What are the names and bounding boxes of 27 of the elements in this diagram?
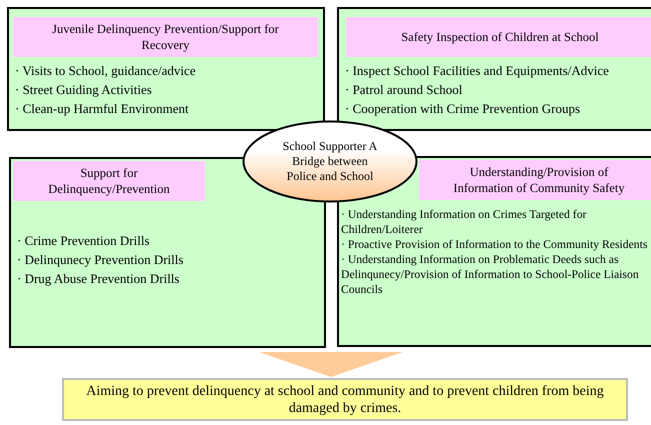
- bullet-item: · Crime Prevention Drills: [17, 232, 150, 250]
- center-label: School Supporter A Bridge between Police and School: [282, 139, 378, 184]
- panel-heading: Juvenile Delinquency Prevention/Support for Recovery: [51, 21, 280, 53]
- goal-text: Aiming to prevent delinquency at school and community and to prevent children from being damaged by crimes.: [85, 382, 605, 416]
- chevron-arrow: [259, 352, 403, 378]
- activity-panel: [7, 7, 325, 131]
- center-ellipse: [242, 120, 418, 203]
- bullet-item: · Inspect School Facilities and Equipments/Advice: [345, 62, 609, 80]
- panel-header: [346, 17, 651, 57]
- bullet-item: · Proactive Provision of Information to the Community Residents: [341, 237, 648, 252]
- bullet-item: · Clean-up Harmful Environment: [15, 100, 189, 118]
- bullet-item: · Cooperation with Crime Prevention Groups: [345, 100, 580, 118]
- panel-heading: Understanding/Provision of Information of Community Safety: [452, 164, 626, 196]
- panel-header: [419, 160, 651, 200]
- bullet-item: · Understanding Information on Problematic Deeds such as Delinqunecy/Provision of Information to School-Police Liaison Councils: [341, 252, 640, 297]
- panel-heading: Safety Inspection of Children at School: [401, 29, 599, 45]
- panel-header: [13, 161, 205, 201]
- bullet-item: · Patrol around School: [345, 81, 462, 99]
- activity-panel: [337, 7, 651, 131]
- goal-box: [62, 378, 628, 421]
- bullet-item: · Delinqunecy Prevention Drills: [17, 251, 184, 269]
- bullet-item: · Understanding Information on Crimes Targeted for Children/Loiterer: [341, 207, 588, 237]
- bullet-item: · Street Guiding Activities: [15, 81, 152, 99]
- panel-heading: Support for Delinquency/Prevention: [47, 165, 171, 197]
- bullet-item: · Drug Abuse Prevention Drills: [17, 270, 180, 288]
- panel-header: [13, 17, 318, 57]
- bullet-item: · Visits to School, guidance/advice: [15, 62, 196, 80]
